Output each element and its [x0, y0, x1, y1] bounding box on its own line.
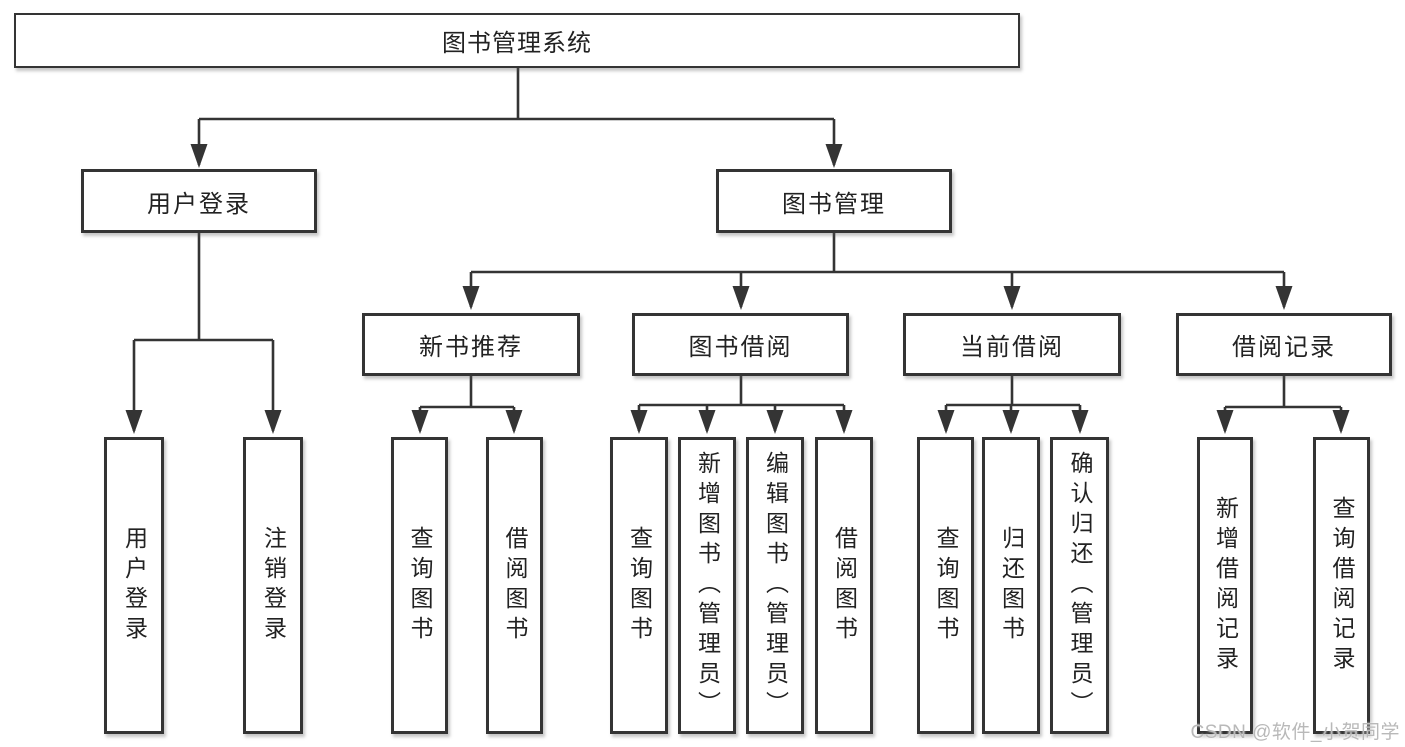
leaf-user-login: 用户登录: [104, 437, 164, 734]
leaf-logout: 注销登录: [243, 437, 303, 734]
node-book-management: 图书管理: [716, 169, 952, 233]
leaf-borrow-books-recommend: 借阅图书: [486, 437, 543, 734]
leaf-edit-book-admin: 编辑图书（管理员）: [746, 437, 804, 734]
node-library-management-system: 图书管理系统: [14, 13, 1020, 68]
leaf-return-books: 归还图书: [982, 437, 1040, 734]
leaf-add-borrow-record: 新增借阅记录: [1197, 437, 1253, 734]
leaf-confirm-return-admin: 确认归还（管理员）: [1050, 437, 1109, 734]
leaf-query-books-borrowing: 查询图书: [610, 437, 668, 734]
node-current-borrowing: 当前借阅: [903, 313, 1121, 376]
leaf-query-books-current: 查询图书: [917, 437, 974, 734]
leaf-query-books-recommend: 查询图书: [391, 437, 448, 734]
node-user-login: 用户登录: [81, 169, 317, 233]
watermark: CSDN @软件_小贺同学: [1190, 722, 1400, 743]
leaf-borrow-books-borrowing: 借阅图书: [815, 437, 873, 734]
leaf-query-borrow-record: 查询借阅记录: [1313, 437, 1370, 734]
node-borrowing-records: 借阅记录: [1176, 313, 1392, 376]
node-new-book-recommendation: 新书推荐: [362, 313, 580, 376]
leaf-add-book-admin: 新增图书（管理员）: [678, 437, 736, 734]
node-book-borrowing: 图书借阅: [632, 313, 849, 376]
